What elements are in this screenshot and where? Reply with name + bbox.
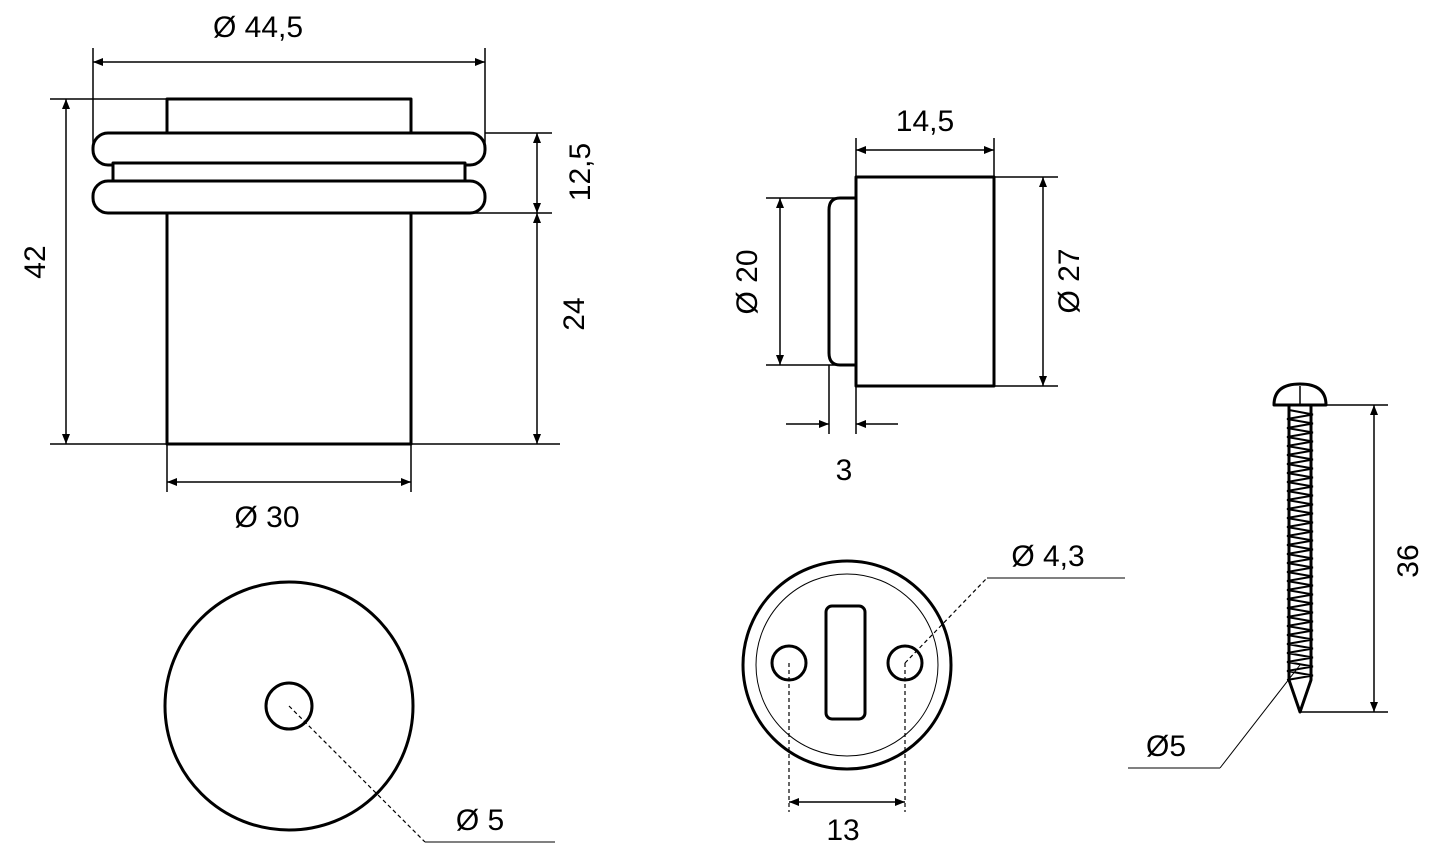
stopper-top-cap — [165, 97, 413, 137]
label-dim-36: 36 — [1392, 544, 1425, 577]
label-dia-20: Ø 20 — [731, 249, 764, 314]
dimension-dia-27: Ø 27 — [994, 176, 1086, 387]
label-dia-27: Ø 27 — [1053, 248, 1086, 313]
label-dim-24: 24 — [558, 297, 591, 330]
screw-thread — [1286, 409, 1314, 681]
label-dia-4-3: Ø 4,3 — [1011, 540, 1084, 573]
wall-part-outer-circle — [741, 559, 953, 771]
dimension-12-5-and-24: 12,5 24 — [411, 132, 597, 444]
stopper-upper-ring — [91, 131, 487, 167]
stopper-lower-ring — [91, 179, 487, 215]
label-dim-12-5: 12,5 — [564, 143, 597, 201]
label-dim-14-5: 14,5 — [896, 105, 954, 138]
dimension-dia-44-5: Ø 44,5 — [92, 11, 486, 150]
stopper-bottom-view: Ø 5 — [163, 580, 555, 843]
wall-part-slot — [824, 604, 867, 721]
dimension-dia-30: Ø 30 — [166, 444, 412, 534]
wall-part-body — [854, 175, 996, 388]
stopper-base-circle — [163, 580, 415, 832]
stopper-side-view — [91, 97, 487, 446]
label-dim-13: 13 — [826, 814, 859, 847]
label-dia-30: Ø 30 — [234, 501, 299, 534]
stopper-center-hole — [264, 681, 314, 731]
wall-part-side-view — [827, 175, 996, 388]
label-dia-44-5: Ø 44,5 — [213, 11, 303, 44]
dimension-3: 3 — [786, 365, 898, 487]
screw-drawing: 36 Ø5 — [1128, 382, 1425, 769]
label-dim-3: 3 — [836, 454, 853, 487]
wall-part-flange — [827, 196, 858, 367]
wall-part-front-view: 13 Ø 4,3 — [741, 540, 1125, 847]
dimension-14-5: 14,5 — [855, 105, 995, 177]
dimension-42: 42 — [19, 98, 560, 445]
wall-part-inner-circle — [755, 573, 939, 757]
stopper-body — [165, 208, 413, 446]
dimension-dia-20: Ø 20 — [731, 197, 840, 366]
label-dim-42: 42 — [19, 245, 52, 278]
label-dia-5-screw: Ø5 — [1146, 730, 1186, 763]
label-dia-5-base: Ø 5 — [456, 804, 504, 837]
